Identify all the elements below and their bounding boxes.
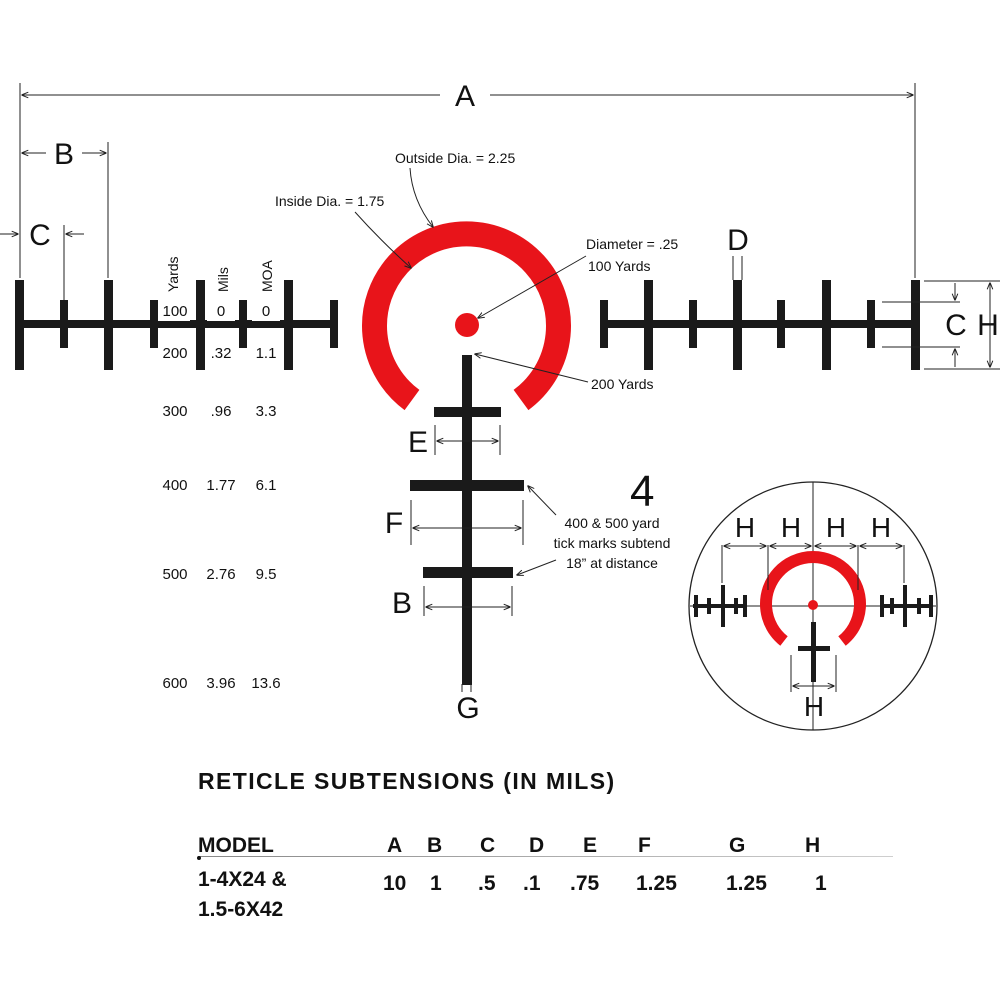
value-cell: .75	[570, 872, 600, 895]
column-header: B	[427, 834, 443, 857]
column-header: C	[480, 834, 496, 857]
reticle-number: 4	[630, 467, 654, 516]
dimension-c-right-label: C	[945, 309, 967, 342]
model-name: 1-4X24 &	[198, 868, 287, 891]
column-header: D	[529, 834, 545, 857]
dimension-f: F	[385, 500, 524, 545]
inset-h-label: H	[871, 512, 891, 543]
header-divider	[198, 856, 893, 857]
dimension-c: C	[0, 219, 84, 300]
tick-note-line2: tick marks subtend	[554, 535, 671, 551]
row-mils: 3.96	[206, 675, 235, 692]
outside-dia-label: Outside Dia. = 2.25	[395, 150, 515, 166]
row-moa: 13.6	[251, 675, 280, 692]
dimension-b-lower: B	[392, 586, 513, 620]
column-header: F	[638, 834, 651, 857]
dimension-c-h-right: C H	[882, 280, 1000, 370]
tick-note-line3: 18” at distance	[566, 555, 658, 571]
red-horseshoe	[362, 221, 571, 411]
value-cell: 1	[815, 872, 827, 895]
center-dot	[455, 313, 479, 337]
dot-diameter-label: Diameter = .25	[586, 236, 678, 252]
value-cell: 1	[430, 872, 442, 895]
dimension-b-lower-label: B	[392, 587, 412, 620]
inside-dia-label: Inside Dia. = 1.75	[275, 193, 385, 209]
row-moa: 6.1	[256, 477, 277, 494]
row-mils: 0	[217, 303, 225, 320]
row-yards: 400	[162, 477, 187, 494]
column-header: H	[805, 834, 821, 857]
tick-note-line1: 400 & 500 yard	[565, 515, 660, 531]
inset-h-label: H	[735, 512, 755, 543]
header-yards: Yards	[165, 256, 181, 292]
dimension-b-label: B	[54, 138, 74, 171]
row-yards: 300	[162, 403, 187, 420]
header-dot	[197, 856, 201, 860]
column-header: G	[729, 834, 746, 857]
dimension-b: B	[22, 138, 109, 278]
dimension-d-label: D	[727, 224, 749, 257]
value-cell: .1	[523, 872, 541, 895]
dimension-d: D	[727, 224, 749, 280]
drop-table: Yards Mils MOA 100 0 0 200 .32 1.1 300 .…	[158, 256, 281, 692]
inset-h-label: H	[781, 512, 801, 543]
row-moa: 0	[262, 303, 270, 320]
dimension-a: A	[19, 80, 916, 278]
subtension-title: RETICLE SUBTENSIONS (IN MILS)	[198, 768, 616, 794]
row-moa: 3.3	[256, 403, 277, 420]
inset-h-label: H	[826, 512, 846, 543]
dimension-f-label: F	[385, 507, 403, 540]
row-yards: 100	[162, 303, 187, 320]
row-mils: 2.76	[206, 566, 235, 583]
header-mils: Mils	[215, 267, 231, 292]
model-name: 1.5-6X42	[198, 898, 284, 921]
model-header: MODEL	[198, 834, 274, 857]
dimension-h-right-label: H	[977, 309, 999, 342]
dimension-g-label: G	[456, 692, 479, 725]
value-cell: 1.25	[726, 872, 767, 895]
left-stadia	[15, 280, 338, 370]
dot-range-label: 100 Yards	[588, 258, 651, 274]
row-yards: 500	[162, 566, 187, 583]
dimension-c-label: C	[29, 219, 51, 252]
value-cell: .5	[478, 872, 496, 895]
row-mils: .32	[211, 345, 232, 362]
value-cell: 1.25	[636, 872, 677, 895]
column-header: E	[583, 834, 598, 857]
horseshoe-annotations: Outside Dia. = 2.25 Inside Dia. = 1.75 D…	[275, 150, 678, 392]
dimension-e: E	[408, 425, 501, 459]
value-cell: 10	[383, 872, 407, 895]
inset-h-bottom-label: H	[804, 691, 824, 722]
dimension-a-label: A	[455, 80, 475, 113]
right-stadia	[600, 280, 920, 370]
inset-reticle-view: H H H H H	[688, 481, 938, 731]
post-tip-label: 200 Yards	[591, 376, 654, 392]
dimension-g: G	[456, 684, 480, 725]
vertical-post	[410, 355, 524, 685]
row-moa: 1.1	[256, 345, 277, 362]
header-moa: MOA	[259, 259, 275, 292]
row-yards: 200	[162, 345, 187, 362]
row-mils: .96	[211, 403, 232, 420]
row-moa: 9.5	[256, 566, 277, 583]
column-header: A	[387, 834, 403, 857]
dimension-e-label: E	[408, 426, 428, 459]
row-mils: 1.77	[206, 477, 235, 494]
row-yards: 600	[162, 675, 187, 692]
tick-mark-note: 4 400 & 500 yard tick marks subtend 18” …	[517, 467, 670, 575]
